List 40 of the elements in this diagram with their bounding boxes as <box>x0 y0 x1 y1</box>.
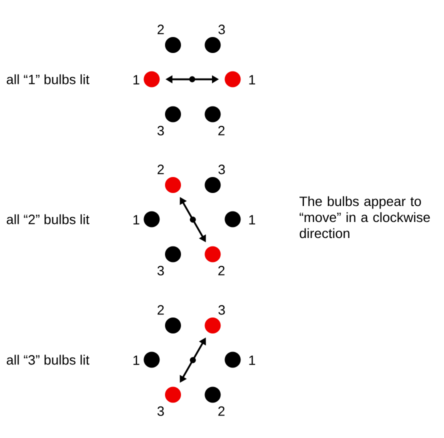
note-text: The bulbs appear to “move” in a clockwise direction <box>300 196 430 238</box>
bulb <box>224 71 241 88</box>
bulb-number: 2 <box>218 406 224 416</box>
bulb <box>224 352 241 368</box>
bulb <box>165 177 181 193</box>
bulb <box>204 246 221 262</box>
bulb-number: 2 <box>218 266 224 276</box>
bulb-number: 2 <box>218 126 224 136</box>
bulb <box>165 37 181 53</box>
row-label: all “2” bulbs lit <box>6 214 90 224</box>
bulb <box>204 106 221 122</box>
bulb-number: 2 <box>158 305 164 315</box>
bulb-number: 1 <box>133 356 140 365</box>
bulb <box>204 386 221 403</box>
bulb-number: 3 <box>157 126 164 136</box>
bulb-number: 2 <box>158 24 164 34</box>
bulb <box>204 37 221 53</box>
bulb-number: 3 <box>157 406 164 416</box>
bulb-number: 3 <box>218 24 225 34</box>
bulb <box>204 177 221 193</box>
bulb <box>144 211 160 228</box>
bulb <box>165 246 181 262</box>
bulb <box>165 106 181 122</box>
bulb-number: 2 <box>158 164 164 174</box>
bulb <box>165 386 181 403</box>
bulb-number: 1 <box>249 215 256 224</box>
bulb <box>224 211 241 228</box>
bulb-number: 1 <box>133 215 140 224</box>
bulb <box>144 352 160 368</box>
bulb-number: 3 <box>157 266 164 276</box>
bulb-number: 3 <box>218 305 225 315</box>
bulb-number: 3 <box>218 164 225 174</box>
row-label: all “3” bulbs lit <box>6 354 90 365</box>
bulb <box>165 318 181 334</box>
bulb-number: 1 <box>249 75 256 84</box>
bulb <box>204 318 221 334</box>
row-label: all “1” bulbs lit <box>6 74 90 84</box>
bulb <box>144 71 160 88</box>
bulb-number: 1 <box>249 356 256 365</box>
bulb-number: 1 <box>133 75 140 84</box>
